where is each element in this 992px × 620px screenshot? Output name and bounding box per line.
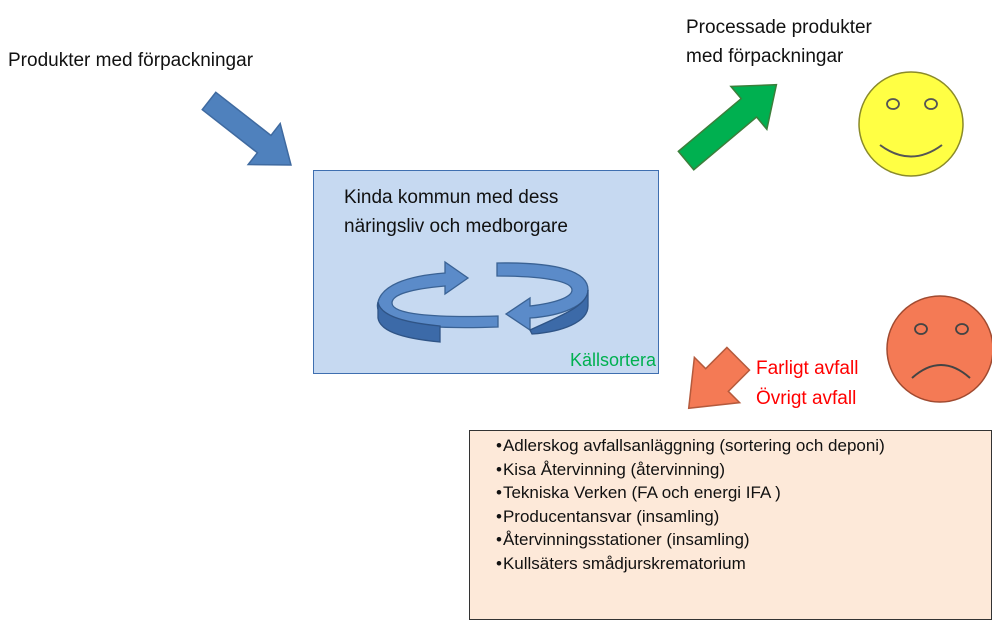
waste-arrow [687, 346, 751, 410]
central-title: Kinda kommun med dess näringsliv och med… [344, 183, 568, 241]
central-title-line2: näringsliv och medborgare [344, 216, 568, 237]
facility-item: Adlerskog avfallsanläggning (sortering o… [496, 434, 991, 458]
input-arrow [201, 91, 292, 166]
output-arrow [677, 83, 778, 171]
waste-label-other: Övrigt avfall [756, 388, 857, 409]
happy-face-icon [858, 71, 964, 177]
waste-label-hazardous: Farligt avfall [756, 358, 859, 379]
central-title-line1: Kinda kommun med dess [344, 187, 559, 208]
central-box: Kinda kommun med dess näringsliv och med… [313, 170, 659, 374]
facility-item: Producentansvar (insamling) [496, 505, 991, 529]
facility-item: Kullsäters smådjurskrematorium [496, 552, 991, 576]
sort-label: Källsortera [569, 350, 656, 370]
recycle-cycle-icon [376, 260, 589, 343]
facility-list: Adlerskog avfallsanläggning (sortering o… [496, 434, 991, 575]
sad-face-icon [886, 295, 992, 403]
facility-item: Återvinningsstationer (insamling) [496, 528, 991, 552]
facility-item: Tekniska Verken (FA och energi IFA ) [496, 481, 991, 505]
facility-box: Adlerskog avfallsanläggning (sortering o… [469, 430, 992, 620]
input-label: Produkter med förpackningar [8, 50, 254, 71]
output-label-line2: med förpackningar [686, 46, 844, 67]
facility-item: Kisa Återvinning (återvinning) [496, 458, 991, 482]
output-label-line1: Processade produkter [686, 17, 872, 38]
